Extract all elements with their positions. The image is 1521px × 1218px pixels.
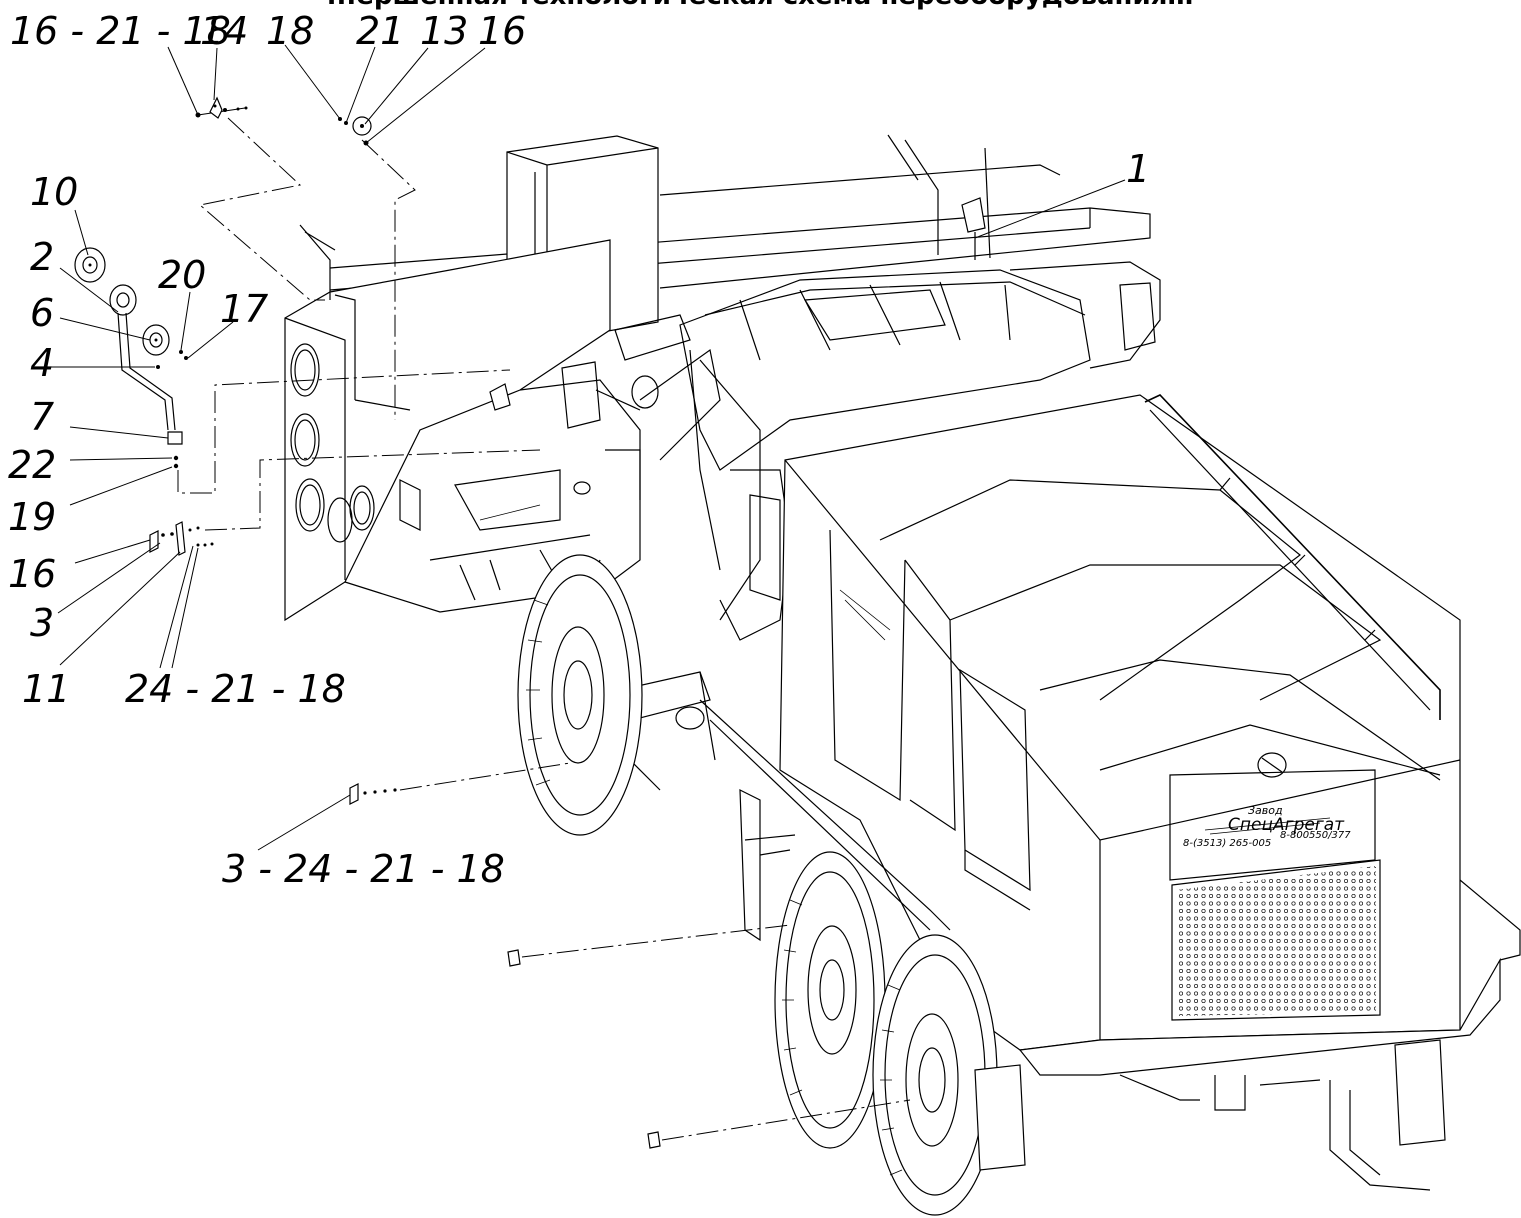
part-cluster-left bbox=[74, 247, 511, 494]
callout-18: 18 bbox=[266, 9, 314, 53]
callout-13: 13 bbox=[420, 9, 468, 53]
callout-21: 21 bbox=[356, 9, 404, 53]
callout-14: 14 bbox=[200, 9, 248, 53]
callout-16-21-18-top: 16 - 21 - 18 bbox=[10, 9, 231, 53]
truck-drawing: Завод СпецАгрегат 8-(3513) 265-005 8-800… bbox=[284, 134, 1521, 1216]
callout-19: 19 bbox=[8, 495, 56, 539]
rear-compartment bbox=[284, 224, 611, 622]
grille-holes bbox=[1176, 866, 1376, 1016]
part-group-lower-plate bbox=[349, 762, 571, 805]
part-group-14 bbox=[195, 96, 325, 301]
part-plate-middle bbox=[507, 924, 791, 967]
rear-wheel bbox=[872, 934, 998, 1216]
phone-left-text: 8-(3513) 265-005 bbox=[1183, 838, 1271, 849]
side-step bbox=[618, 671, 951, 942]
rear-bumper bbox=[974, 879, 1521, 1171]
callout-24-21-18: 24 - 21 - 18 bbox=[125, 667, 346, 711]
brand-text: СпецАгрегат bbox=[1228, 815, 1345, 835]
phone-right-text: 8-800550/377 bbox=[1280, 830, 1351, 841]
callout-20: 20 bbox=[158, 253, 206, 297]
callout-11: 11 bbox=[22, 667, 70, 711]
callout-17: 17 bbox=[220, 287, 268, 331]
callout-3: 3 bbox=[30, 601, 54, 645]
callout-16-left: 16 bbox=[8, 552, 56, 596]
callout-labels: 16 - 21 - 18 14 18 21 13 16 1 10 2 20 6 … bbox=[8, 9, 1150, 891]
callout-4: 4 bbox=[30, 341, 54, 385]
exploded-parts bbox=[74, 96, 911, 1149]
front-wheel bbox=[517, 554, 643, 836]
rear-body-frame bbox=[329, 134, 1161, 369]
rear-plate-branding: Завод СпецАгрегат 8-(3513) 265-005 8-800… bbox=[1183, 804, 1351, 849]
callout-22: 22 bbox=[8, 443, 56, 487]
callout-2: 2 bbox=[30, 235, 54, 279]
callout-3-24-21-18: 3 - 24 - 21 - 18 bbox=[222, 847, 505, 891]
callout-16-top: 16 bbox=[478, 9, 526, 53]
callout-1: 1 bbox=[1126, 147, 1150, 191]
truck-cab bbox=[489, 147, 1091, 641]
middle-wheel bbox=[774, 851, 886, 1149]
callout-7: 7 bbox=[30, 395, 54, 439]
callout-10: 10 bbox=[30, 170, 78, 214]
title-fragment: ...ершенная технологическая схема переоб… bbox=[327, 0, 1194, 11]
callout-6: 6 bbox=[30, 291, 54, 335]
leader-lines bbox=[50, 44, 1126, 851]
part-group-3 bbox=[149, 449, 541, 556]
far-rear-wheel bbox=[1329, 1080, 1431, 1191]
part-plate-rear bbox=[647, 1099, 911, 1149]
brand-top-text: Завод bbox=[1248, 804, 1283, 817]
